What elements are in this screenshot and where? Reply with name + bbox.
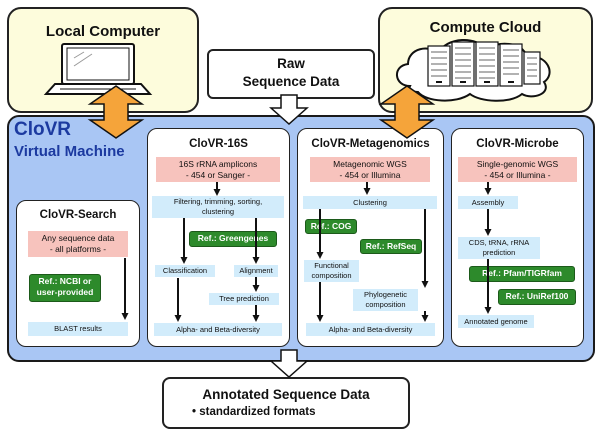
search-ref-line1: Ref.: NCBI or <box>38 276 92 286</box>
microbe-assembly-box: Assembly <box>458 196 518 209</box>
meta-input-line2: - 454 or Illumina <box>339 170 401 180</box>
s16-input-line2: - 454 or Sanger - <box>185 170 251 180</box>
clovr-microbe-panel: CloVR-Microbe Single-genomic WGS - 454 o… <box>451 128 584 347</box>
microbe-input-box: Single-genomic WGS - 454 or Illumina - <box>458 157 577 182</box>
microbe-ref-pfam: Ref.: Pfam/TIGRfam <box>469 266 575 282</box>
s16-input-box: 16S rRNA amplicons - 454 or Sanger - <box>156 157 280 182</box>
search-ref-line2: user-provided <box>36 287 94 297</box>
meta-phylogenetic-line2: composition <box>365 299 406 309</box>
annotated-sequence-data-title: Annotated Sequence Data <box>202 387 370 402</box>
microbe-input-line1: Single-genomic WGS <box>476 159 559 169</box>
meta-functional-line1: Functional <box>314 261 349 270</box>
microbe-cds-box: CDS, tRNA, rRNA prediction <box>458 237 540 259</box>
vm-title-line2: Virtual Machine <box>14 143 125 160</box>
s16-filtering-line2: clustering <box>201 206 235 216</box>
meta-phylogenetic-line1: Phylogenetic <box>364 290 407 299</box>
meta-input-box: Metagenomic WGS - 454 or Illumina <box>310 157 430 182</box>
local-vm-double-arrow <box>87 85 145 139</box>
search-output-box: BLAST results <box>28 322 128 336</box>
raw-sequence-data-line2: Sequence Data <box>242 74 340 89</box>
microbe-ref-uniref: Ref.: UniRef100 <box>498 289 576 305</box>
search-output-label: BLAST results <box>54 324 102 333</box>
s16-tree-prediction-box: Tree prediction <box>209 293 279 305</box>
clovr-metagenomics-title: CloVR-Metagenomics <box>311 138 430 150</box>
clovr-search-panel: CloVR-Search Any sequence data - all pla… <box>16 200 140 347</box>
annotated-sequence-data-box: Annotated Sequence Data • standardized f… <box>162 377 410 429</box>
meta-phylogenetic-box: Phylogenetic composition <box>353 289 418 311</box>
meta-ref-refseq: Ref.: RefSeq <box>360 239 422 254</box>
laptop-icon <box>43 43 153 95</box>
meta-input-line1: Metagenomic WGS <box>333 159 407 169</box>
search-ref-ncbi: Ref.: NCBI or user-provided <box>29 274 101 302</box>
clovr-16s-panel: CloVR-16S 16S rRNA amplicons - 454 or Sa… <box>147 128 290 347</box>
microbe-output-box: Annotated genome <box>458 315 534 328</box>
meta-output-box: Alpha- and Beta-diversity <box>306 323 435 336</box>
clovr-metagenomics-panel: CloVR-Metagenomics Metagenomic WGS - 454… <box>297 128 444 347</box>
search-input-line2: - all platforms - <box>49 244 107 254</box>
s16-filtering-box: Filtering, trimming, sorting, clustering <box>152 196 284 218</box>
microbe-cds-line2: prediction <box>482 247 516 257</box>
s16-output-box: Alpha- and Beta-diversity <box>154 323 282 336</box>
s16-classification-box: Classification <box>155 265 215 277</box>
clovr-microbe-title: CloVR-Microbe <box>476 138 559 150</box>
s16-filtering-line1: Filtering, trimming, sorting, <box>173 197 263 206</box>
meta-clustering-box: Clustering <box>303 196 437 209</box>
clovr-search-title: CloVR-Search <box>39 209 117 221</box>
raw-sequence-data-line1: Raw <box>277 56 305 71</box>
meta-functional-line2: composition <box>311 270 352 280</box>
cloud-vm-double-arrow <box>378 85 436 139</box>
annotated-sequence-data-bullet: • standardized formats <box>192 406 316 418</box>
raw-data-down-arrow <box>269 94 309 126</box>
cloud-servers-icon <box>396 38 551 102</box>
clovr-16s-title: CloVR-16S <box>189 138 248 150</box>
local-computer-title: Local Computer <box>45 23 161 40</box>
s16-alignment-box: Alignment <box>234 265 278 277</box>
search-input-box: Any sequence data - all platforms - <box>28 231 128 257</box>
meta-ref-cog: Ref.: COG <box>305 219 357 234</box>
s16-input-line1: 16S rRNA amplicons <box>178 159 258 169</box>
vm-title-line1: CloVR <box>14 119 71 140</box>
meta-functional-box: Functional composition <box>304 260 359 282</box>
microbe-cds-line1: CDS, tRNA, rRNA <box>468 238 530 247</box>
search-input-line1: Any sequence data <box>41 233 115 243</box>
microbe-input-line2: - 454 or Illumina - <box>484 170 551 180</box>
compute-cloud-title: Compute Cloud <box>429 19 542 36</box>
annotated-data-down-arrow <box>269 349 309 379</box>
